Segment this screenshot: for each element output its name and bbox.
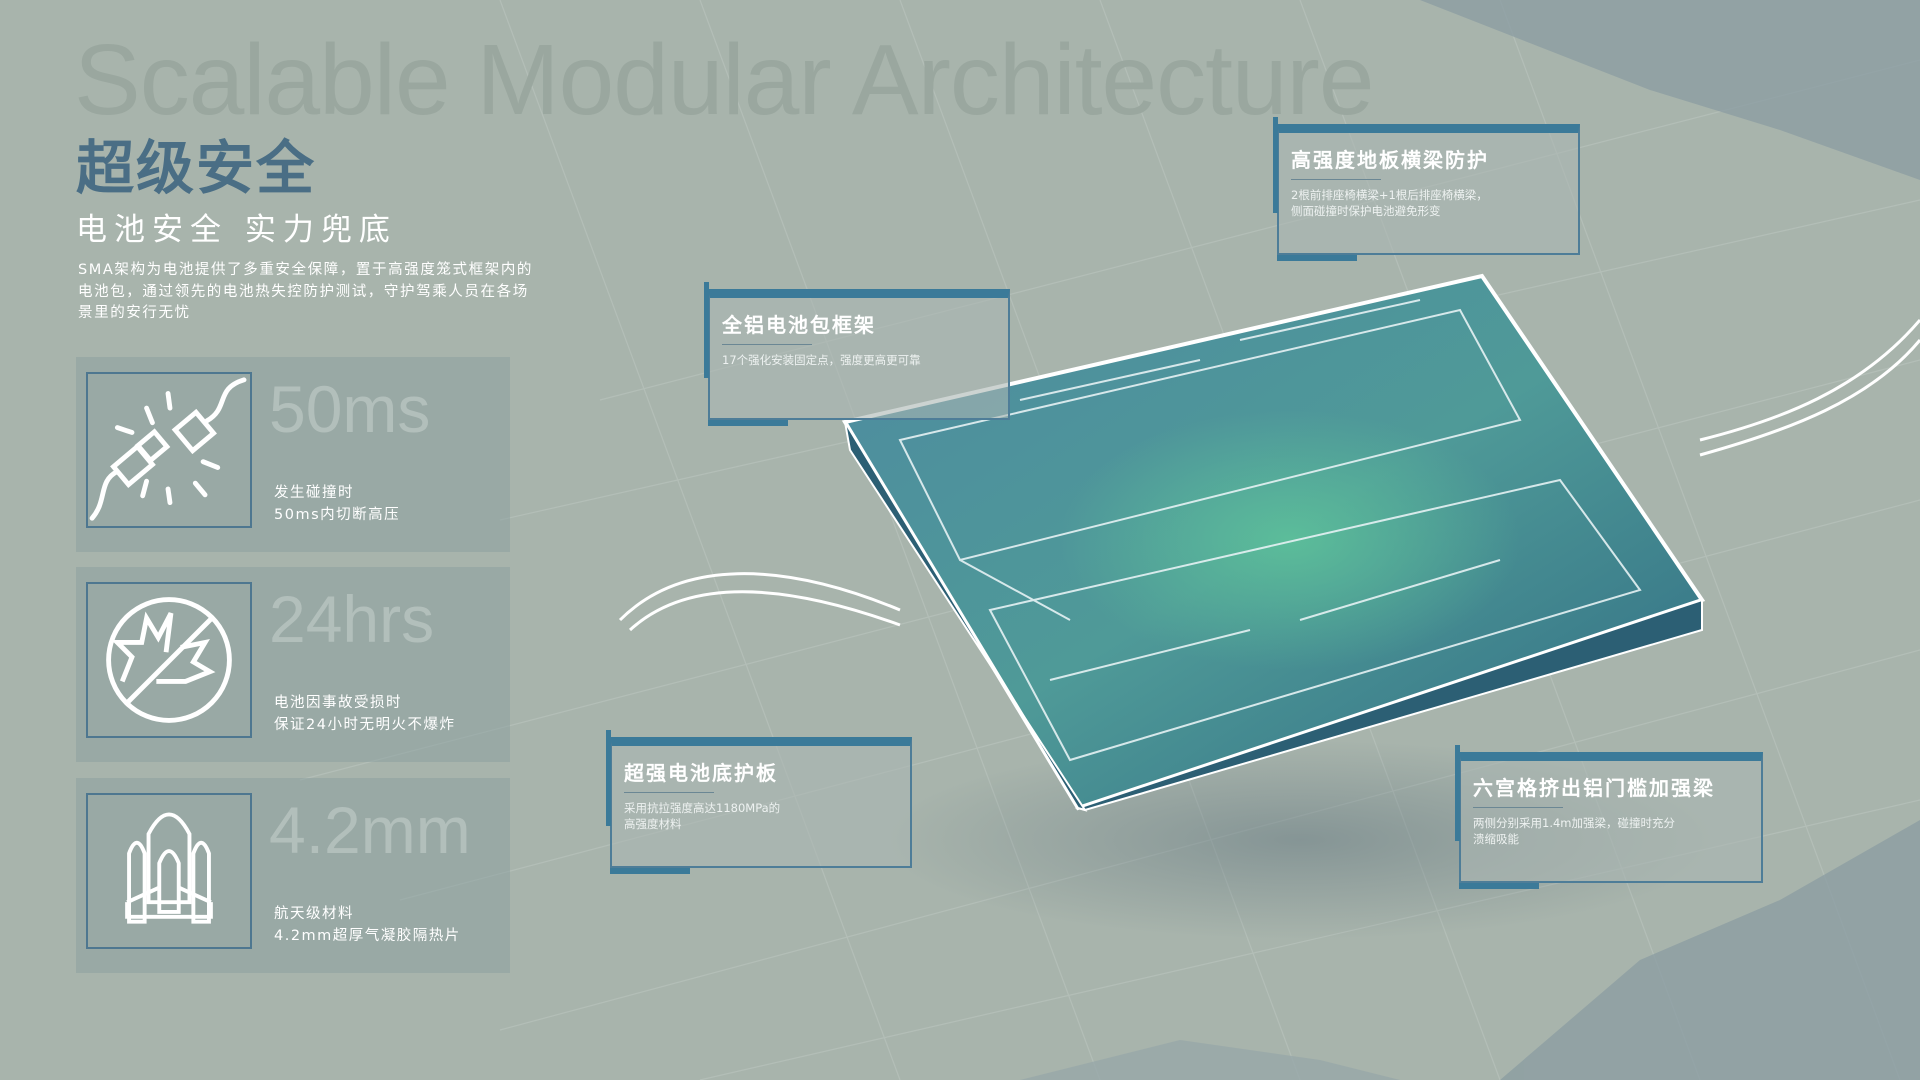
- stat-value: 4.2mm: [269, 793, 471, 867]
- divider: [624, 792, 714, 793]
- divider: [1473, 807, 1563, 808]
- callout-aluminum-frame: 全铝电池包框架 17个强化安装固定点，强度更高更可靠: [704, 282, 1010, 426]
- callout-bottom-guard: 超强电池底护板 采用抗拉强度高达1180MPa的 高强度材料: [606, 730, 912, 874]
- callout-text: 两侧分别采用1.4m加强梁，碰撞时充分 溃缩吸能: [1473, 816, 1675, 846]
- mountain-shapes: [1020, 0, 1920, 1080]
- callout-floor-crossbeam: 高强度地板横梁防护 2根前排座椅横梁+1根后排座椅横梁， 侧面碰撞时保护电池避免…: [1273, 117, 1580, 261]
- stat-description: 电池因事故受损时保证24小时无明火不爆炸: [274, 695, 456, 733]
- watermark-text: Scalable Modular Architecture: [74, 24, 1374, 136]
- intro-paragraph: SMA架构为电池提供了多重安全保障，置于高强度笼式框架内的电池包，通过领先的电池…: [78, 262, 534, 321]
- callout-title: 高强度地板横梁防护: [1291, 148, 1489, 172]
- callout-text: 采用抗拉强度高达1180MPa的 高强度材料: [624, 801, 781, 831]
- callout-text: 17个强化安装固定点，强度更高更可靠: [722, 353, 921, 367]
- page-title: 超级安全: [76, 134, 317, 202]
- battery-cables: [618, 319, 1920, 632]
- stat-value: 24hrs: [269, 582, 435, 656]
- space-shuttle-icon: [86, 793, 252, 949]
- divider: [1291, 179, 1381, 180]
- stat-value: 50ms: [269, 372, 431, 446]
- divider: [722, 344, 812, 345]
- callout-title: 全铝电池包框架: [722, 313, 876, 337]
- callout-title: 六宫格挤出铝门槛加强梁: [1473, 776, 1715, 800]
- battery-pack: [841, 273, 1706, 812]
- page-subtitle: 电池安全 实力兜底: [76, 212, 397, 248]
- callout-sill-beam: 六宫格挤出铝门槛加强梁 两侧分别采用1.4m加强梁，碰撞时充分 溃缩吸能: [1455, 745, 1763, 889]
- unplug-icon: [86, 372, 252, 528]
- no-explosion-icon: [86, 582, 252, 738]
- callout-text: 2根前排座椅横梁+1根后排座椅横梁， 侧面碰撞时保护电池避免形变: [1291, 188, 1488, 218]
- stat-card: 24hrs 电池因事故受损时保证24小时无明火不爆炸: [76, 567, 510, 762]
- callout-title: 超强电池底护板: [624, 761, 778, 785]
